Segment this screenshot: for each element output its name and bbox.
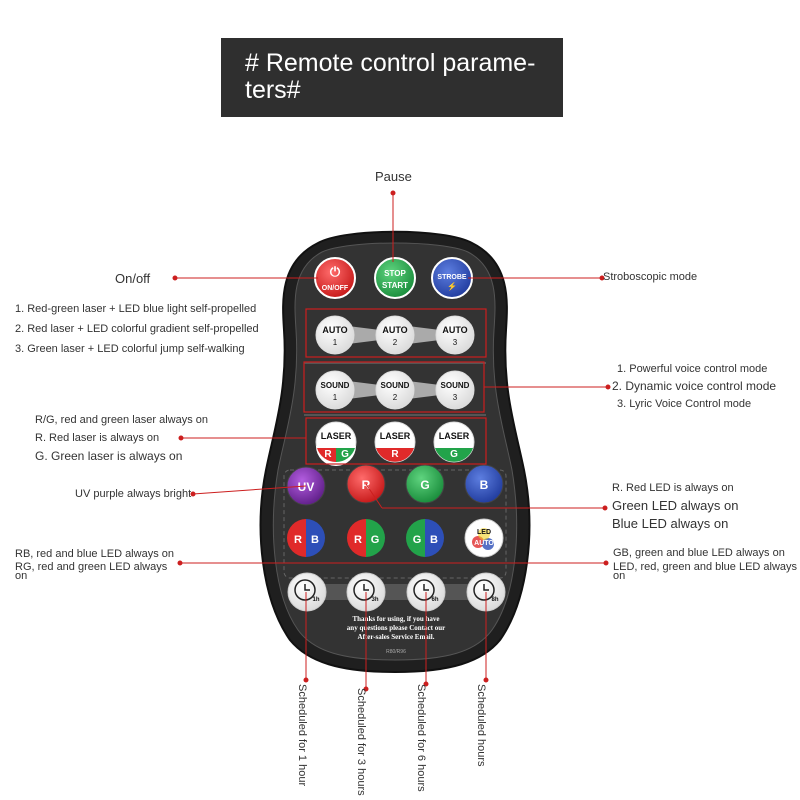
laser-row-box: [305, 417, 487, 465]
laser-rg-r: R: [324, 449, 332, 460]
laser-g-desc: G. Green laser is always on: [35, 449, 183, 463]
sound-3-button: [435, 370, 475, 410]
laser-r-button: [374, 421, 416, 463]
auto-1-label: AUTO: [322, 325, 347, 335]
led-rg-r: R: [354, 534, 362, 546]
auto-2-desc: 2. Red laser + LED colorful gradient sel…: [15, 323, 259, 335]
sound-1-num: 1: [333, 393, 338, 402]
sound-2-button: [375, 370, 415, 410]
led-gb-b: B: [430, 534, 438, 546]
sched-3h-label: Scheduled for 3 hours: [355, 688, 367, 796]
laser-r-label: LASER: [380, 431, 411, 441]
auto-1-num: 1: [333, 338, 338, 347]
led-auto-desc: LED, red, green and blue LED always: [613, 561, 798, 573]
laser-rg-button: [315, 421, 357, 466]
sched-6h-label: Scheduled for 6 hours: [415, 684, 427, 792]
led-rg-g: G: [371, 534, 380, 546]
model-number: R80/R96: [386, 649, 406, 655]
led-gb-desc: GB, green and blue LED always on: [613, 547, 785, 559]
thanks-line-3: After-sales Service Email.: [358, 633, 435, 641]
led-b-button: [464, 464, 504, 504]
led-b-label: B: [480, 478, 489, 492]
laser-g-label: LASER: [439, 431, 470, 441]
auto-row-box: [305, 308, 487, 358]
led-auto-desc-2: on: [613, 570, 626, 582]
lightning-icon: ⚡: [447, 281, 457, 291]
timer-1h-button: [287, 572, 327, 612]
title-line-2: ters#: [245, 76, 301, 104]
led-g-label: G: [420, 478, 429, 492]
auto-3-label: AUTO: [442, 325, 467, 335]
timer-1h-label: 1h: [312, 597, 319, 603]
led-rb-desc: RB, red and blue LED always on: [15, 548, 174, 560]
stop-start-button: [374, 257, 416, 299]
sound-1-button: [315, 370, 355, 410]
led-auto-led: LED: [477, 529, 491, 536]
led-g-desc: Green LED always on: [612, 498, 739, 513]
laser-g-button: [433, 421, 475, 463]
sound-2-num: 2: [393, 393, 398, 402]
laser-r-desc: R. Red laser is always on: [35, 432, 160, 444]
sound-1-desc: 1. Powerful voice control mode: [617, 363, 768, 375]
uv-desc: UV purple always bright: [75, 488, 192, 500]
led-b-desc: Blue LED always on: [612, 516, 729, 531]
led-rb-r: R: [294, 534, 302, 546]
led-auto-auto: AUTO: [474, 540, 494, 547]
timer-6h-label: 6h: [431, 597, 438, 603]
auto-3-desc: 3. Green laser + LED colorful jump self-…: [15, 343, 245, 355]
sound-3-desc: 3. Lyric Voice Control mode: [617, 398, 752, 410]
timer-3h-label: 3h: [371, 597, 378, 603]
auto-2-button: [375, 315, 415, 355]
led-gb-g: G: [413, 534, 422, 546]
power-label: ON/OFF: [322, 285, 349, 292]
sound-3-label: SOUND: [441, 381, 470, 390]
stop-label: STOP: [384, 269, 406, 278]
pause-label: Pause: [375, 169, 412, 184]
led-r-desc: R. Red LED is always on: [612, 482, 734, 494]
thanks-line-2: any questions please Contact our: [347, 624, 445, 632]
on-off-label: On/off: [115, 271, 151, 286]
timer-8h-label: 8h: [491, 597, 498, 603]
laser-rg-desc: R/G, red and green laser always on: [35, 414, 209, 426]
led-rg-desc-2: on: [15, 570, 28, 582]
laser-r-r: R: [391, 449, 399, 460]
auto-2-num: 2: [393, 338, 398, 347]
led-rg-button: [347, 519, 385, 557]
uv-label: UV: [298, 480, 315, 494]
auto-2-label: AUTO: [382, 325, 407, 335]
strobe-mode-label: Stroboscopic mode: [603, 271, 698, 283]
strobe-label: STROBE: [437, 274, 467, 281]
power-icon: ⏻: [330, 264, 341, 279]
auto-1-desc: 1. Red-green laser + LED blue light self…: [15, 303, 257, 315]
led-rb-b: B: [311, 534, 319, 546]
laser-rg-g: G: [341, 449, 349, 460]
title-banner: # Remote control parame- ters#: [221, 38, 563, 117]
led-g-button: [405, 464, 445, 504]
auto-1-button: [315, 315, 355, 355]
start-label: START: [382, 281, 408, 290]
title-line-1: # Remote control parame-: [245, 49, 536, 77]
laser-rg-label: LASER: [321, 431, 352, 441]
sched-8h-label: Scheduled hours: [475, 684, 487, 767]
thanks-line-1: Thanks for using, if you have: [352, 615, 439, 623]
sound-2-desc: 2. Dynamic voice control mode: [612, 379, 777, 393]
auto-3-button: [435, 315, 475, 355]
sound-1-label: SOUND: [321, 381, 350, 390]
sound-2-label: SOUND: [381, 381, 410, 390]
led-rg-desc: RG, red and green LED always: [15, 561, 168, 573]
led-auto-button: [464, 518, 504, 558]
sound-3-num: 3: [453, 393, 458, 402]
led-rb-button: [287, 519, 325, 557]
led-gb-button: [406, 519, 444, 557]
auto-3-num: 3: [453, 338, 458, 347]
sched-1h-label: Scheduled for 1 hour: [296, 684, 308, 787]
laser-g-g: G: [450, 449, 458, 460]
